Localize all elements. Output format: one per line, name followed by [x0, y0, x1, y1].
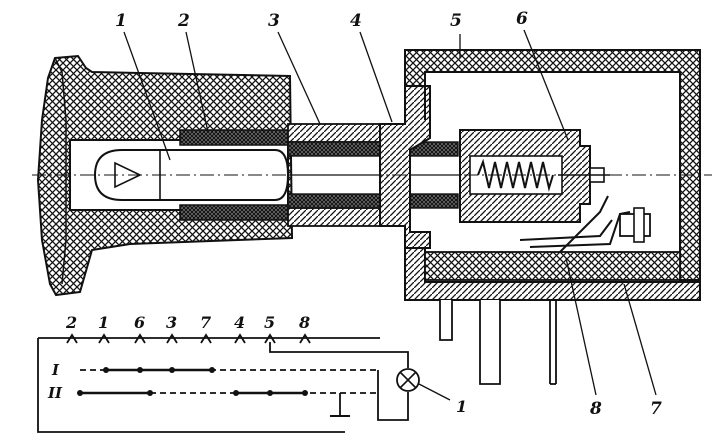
contact-caret-icon	[234, 333, 246, 344]
callout-8: 8	[589, 399, 602, 419]
contact-caret-icon	[66, 333, 78, 344]
contact-dots	[77, 367, 308, 396]
callout-6: 6	[516, 9, 528, 29]
shaft-insulation-top	[287, 141, 459, 157]
terminal-posts	[439, 300, 557, 385]
contact-label: 8	[298, 313, 310, 332]
callout-1: 1	[115, 11, 127, 31]
contact-caret-icon	[200, 333, 212, 344]
contact-label: 2	[65, 313, 77, 332]
contact-caret-icon	[166, 333, 178, 344]
contact-caret-icon	[264, 333, 276, 344]
contact-caret-icon	[299, 333, 311, 344]
contact-caret-icon	[98, 333, 110, 344]
contact-label: 5	[264, 313, 275, 332]
spring-cartridge	[459, 129, 610, 223]
lamp-label: 1	[456, 397, 467, 416]
contact-label: 6	[134, 313, 145, 332]
row-label-II: II	[47, 384, 63, 402]
contact-springs	[519, 195, 651, 253]
callout-7: 7	[650, 399, 662, 419]
holder-sleeve-bottom	[179, 204, 291, 221]
contact-label: 7	[200, 313, 211, 332]
callout-4: 4	[350, 11, 362, 31]
contact-label: 4	[234, 313, 245, 332]
callout-5: 5	[450, 11, 462, 31]
contact-label: 3	[166, 313, 177, 332]
row-label-I: I	[51, 361, 60, 379]
housing	[404, 49, 701, 301]
contact-label: 1	[98, 313, 109, 332]
callout-2: 2	[177, 11, 190, 31]
shaft-insulation-bottom	[287, 193, 459, 209]
callout-leaders	[123, 29, 657, 396]
holder-sleeve-top	[179, 129, 291, 146]
contact-caret-icon	[134, 333, 146, 344]
callout-3: 3	[268, 11, 280, 31]
contact-markers	[66, 333, 311, 344]
switching-scheme	[37, 333, 451, 433]
